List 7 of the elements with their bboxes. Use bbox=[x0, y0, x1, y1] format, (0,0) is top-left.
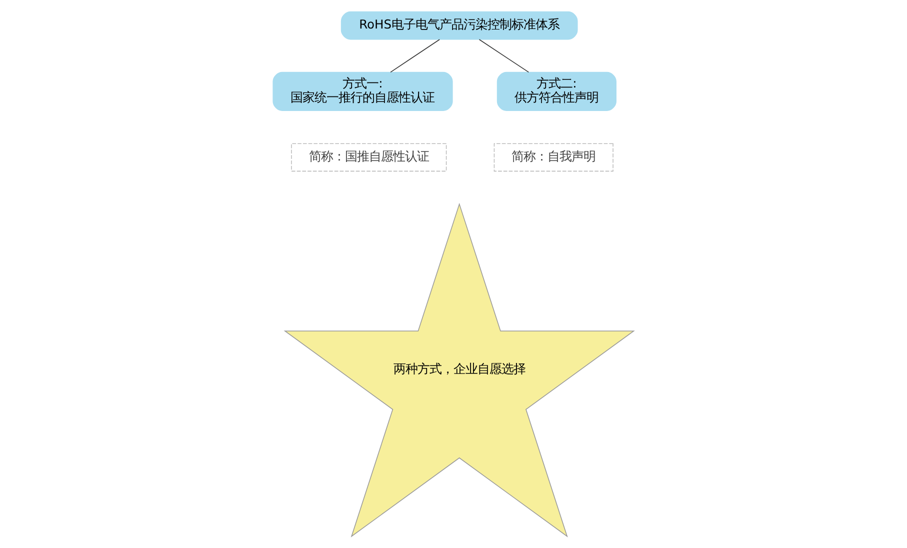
node-box: 方式二: 供方符合性声明 bbox=[496, 72, 616, 112]
node-label: 简称：自我声明 bbox=[512, 149, 596, 164]
connector bbox=[390, 39, 440, 73]
connector bbox=[478, 39, 530, 73]
node-box: 方式一: 国家统一推行的自愿性认证 bbox=[272, 72, 453, 112]
node-box: RoHS电子电气产品污染控制标准体系 bbox=[340, 11, 578, 40]
node-label: 简称：国推自愿性认证 bbox=[308, 149, 429, 164]
